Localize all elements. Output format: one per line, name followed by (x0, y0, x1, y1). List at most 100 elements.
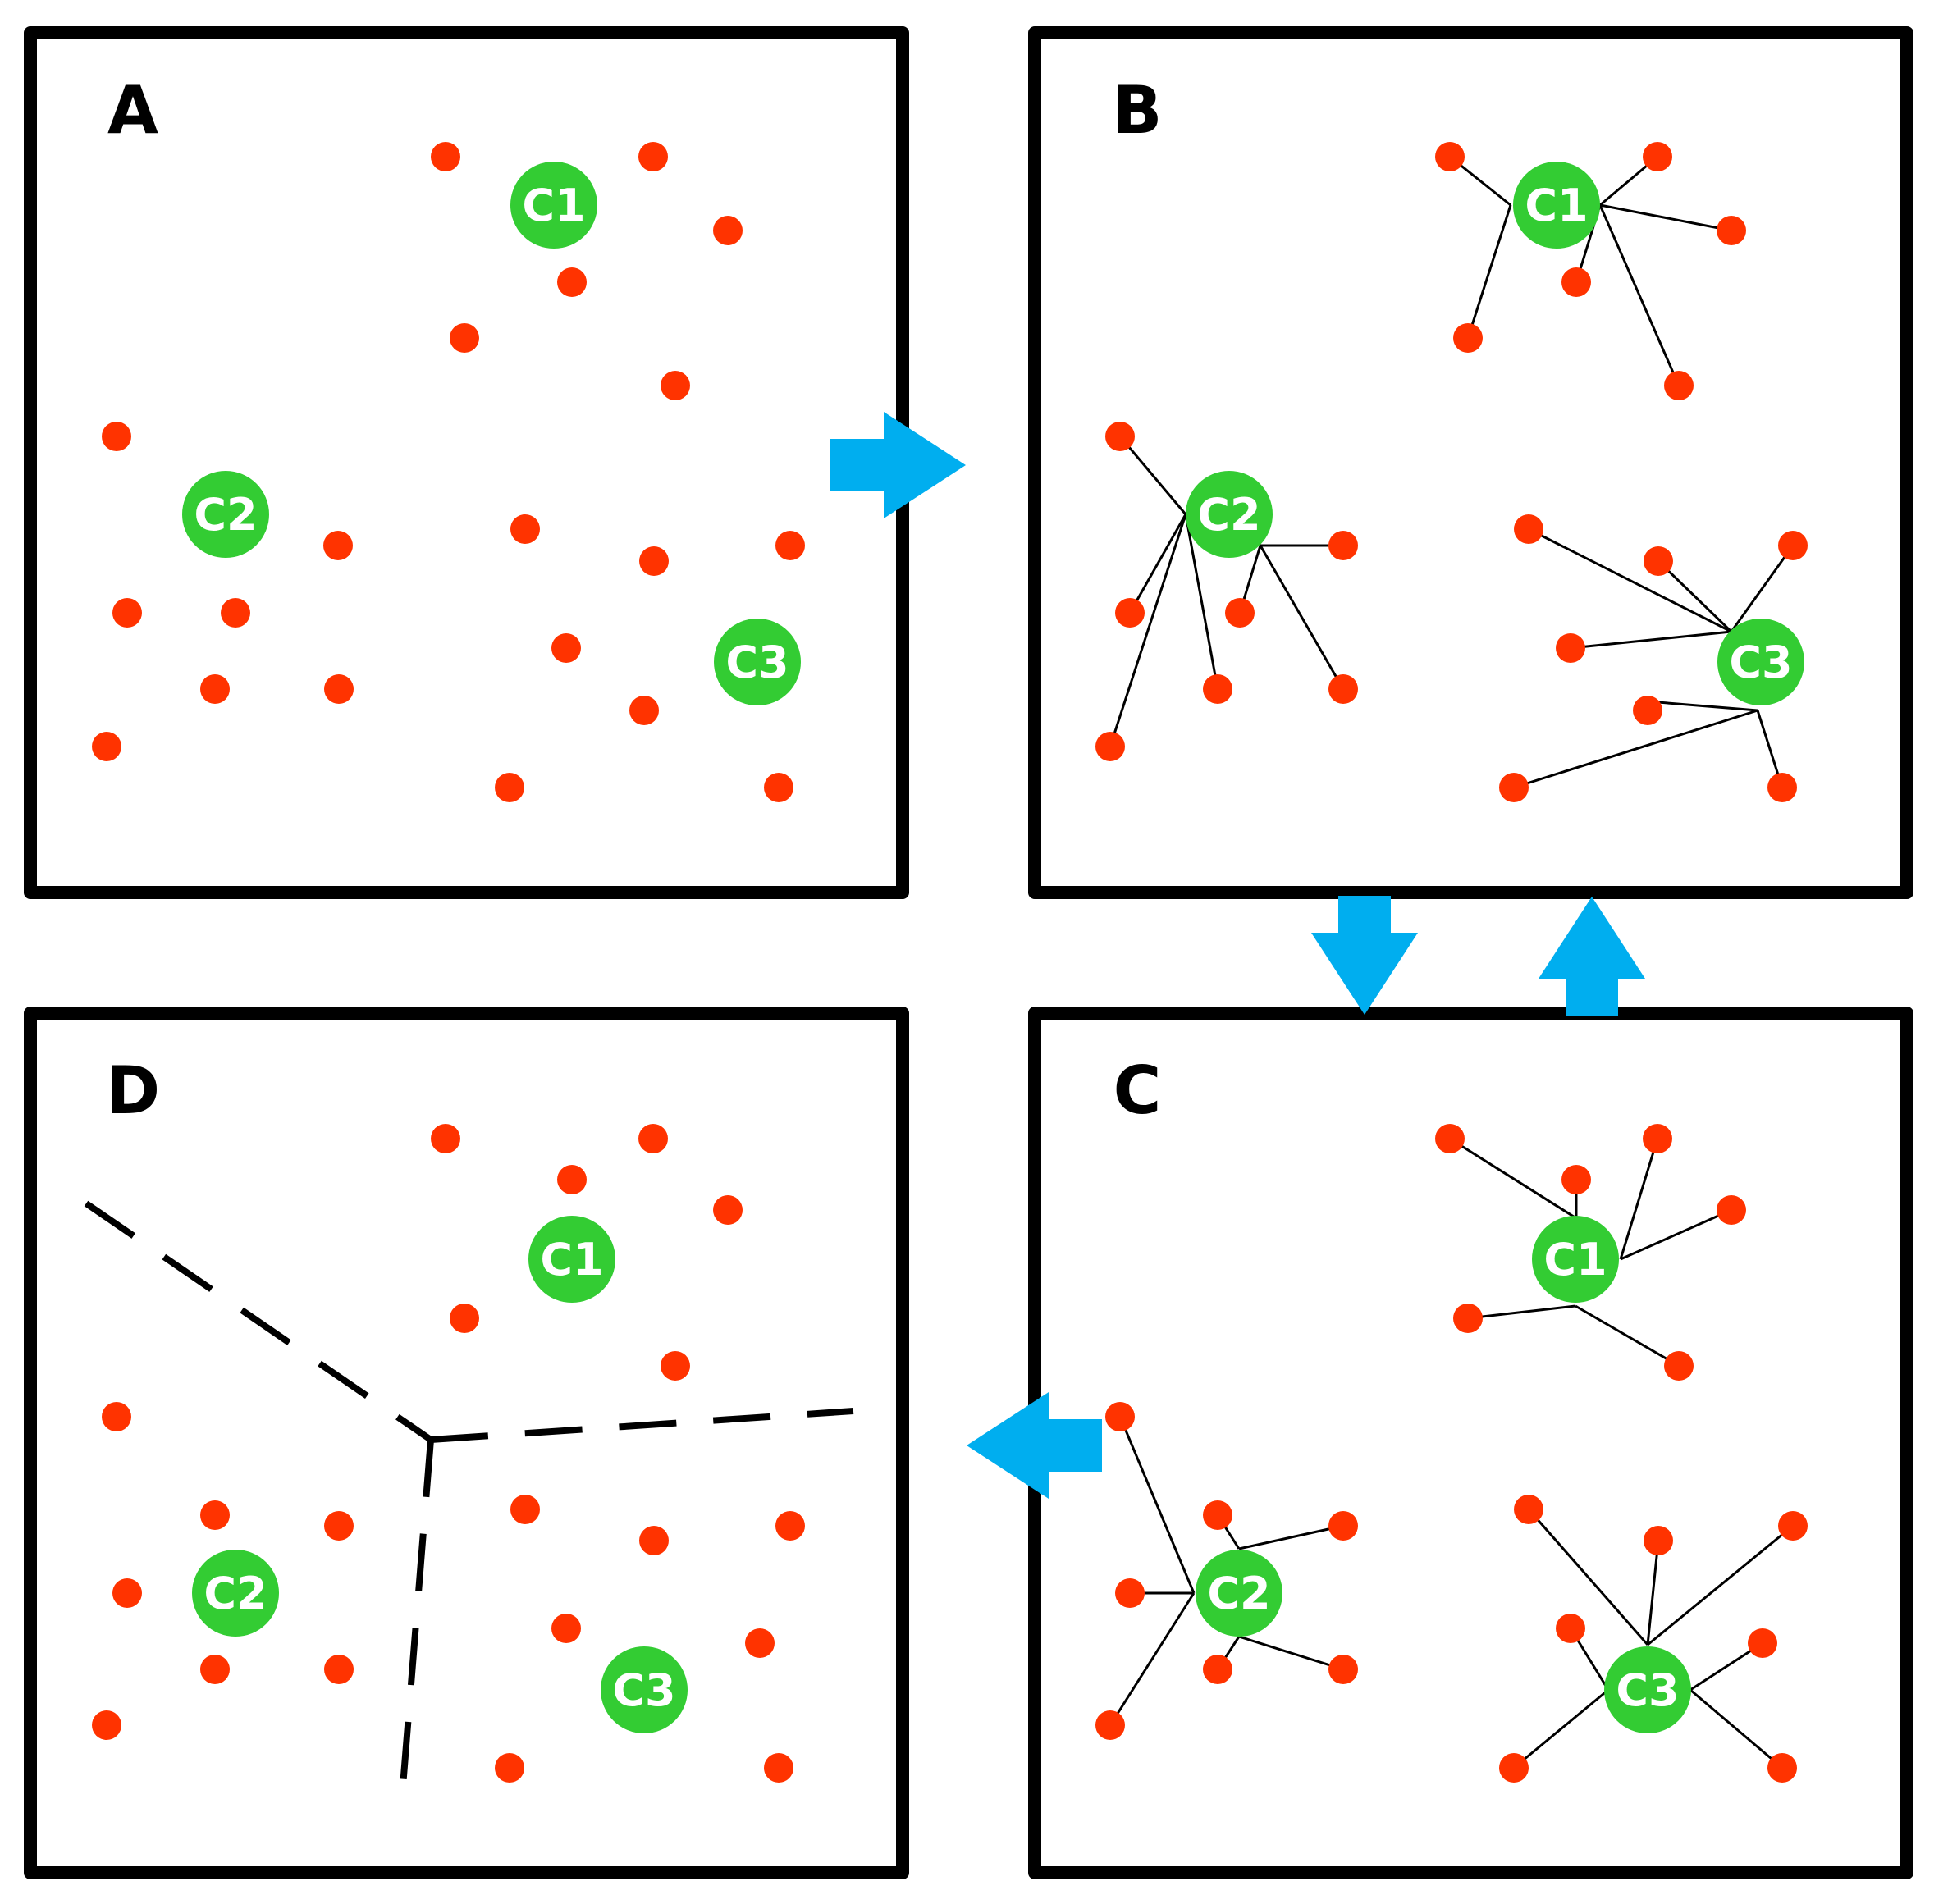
assignment-link (1646, 1540, 1660, 1646)
data-point (1643, 142, 1672, 171)
centroid-marker (182, 471, 269, 558)
data-point (1561, 267, 1591, 297)
panel-frame (24, 26, 909, 899)
assignment-link (1449, 1137, 1577, 1220)
centroid-marker (1717, 619, 1804, 705)
assignment-link (1527, 1509, 1649, 1646)
data-point (1105, 422, 1135, 451)
assignment-link (1513, 1688, 1609, 1769)
data-point (495, 773, 524, 802)
centroid-marker (1604, 1646, 1691, 1733)
data-point (324, 1655, 354, 1684)
data-point (510, 514, 540, 544)
data-point (1203, 1655, 1232, 1684)
centroid-label: C1 (1543, 1234, 1607, 1285)
centroid-marker (1186, 471, 1273, 558)
centroid-label: C2 (203, 1568, 267, 1619)
data-point (102, 1402, 131, 1431)
assignment-link (1118, 436, 1187, 515)
centroid-marker (1196, 1550, 1282, 1637)
cluster-boundary (84, 1200, 433, 1443)
data-point (1435, 142, 1465, 171)
assignment-link (1513, 709, 1758, 789)
panel-label: B (1113, 72, 1163, 148)
centroid-label: C3 (612, 1664, 675, 1716)
assignment-link (1528, 527, 1732, 633)
panel-label: D (106, 1052, 160, 1129)
centroid-label: C1 (1525, 180, 1588, 231)
data-point (1643, 1124, 1672, 1153)
data-point (551, 633, 581, 663)
data-point (1203, 674, 1232, 704)
data-point (1644, 1526, 1673, 1555)
assignment-link (1619, 1138, 1659, 1260)
centroid-label: C1 (540, 1234, 603, 1285)
data-point (200, 1500, 230, 1530)
data-point (629, 696, 659, 725)
panel-label: C (1113, 1052, 1162, 1129)
data-point (1499, 773, 1529, 802)
data-point (200, 1655, 230, 1684)
centroid-marker (1513, 162, 1600, 249)
data-point (775, 1511, 805, 1541)
data-point (1095, 732, 1125, 761)
data-point (221, 598, 250, 628)
data-point (1664, 371, 1694, 400)
data-point (1105, 1402, 1135, 1431)
assignment-link (1647, 700, 1758, 712)
data-point (450, 1304, 479, 1333)
data-point (1453, 1304, 1483, 1333)
data-point (638, 142, 668, 171)
data-point (1328, 1655, 1358, 1684)
data-point (1115, 598, 1145, 628)
assignment-link (1657, 559, 1733, 633)
centroid-label: C3 (725, 637, 789, 688)
data-point (1115, 1578, 1145, 1608)
data-point (1328, 1511, 1358, 1541)
data-point (1514, 514, 1543, 544)
assignment-link (1575, 1304, 1680, 1368)
data-point (1203, 1500, 1232, 1530)
data-point (661, 1351, 690, 1381)
assignment-link (1238, 1524, 1344, 1550)
centroid-label: C2 (194, 489, 257, 541)
data-point (1225, 598, 1255, 628)
data-point (1748, 1628, 1777, 1658)
data-point (324, 1511, 354, 1541)
assignment-link (1109, 1592, 1196, 1726)
assignment-link (1689, 1688, 1783, 1769)
data-point (1453, 323, 1483, 353)
data-point (1644, 546, 1673, 576)
panel-frame (24, 1007, 909, 1879)
centroid-marker (714, 619, 801, 705)
centroid-label: C2 (1197, 489, 1260, 541)
data-point (639, 1526, 669, 1555)
data-point (1556, 633, 1585, 663)
data-point (764, 773, 793, 802)
panel-frame (1028, 26, 1913, 899)
cluster-boundary (430, 1408, 854, 1443)
centroid-label: C3 (1729, 637, 1792, 688)
assignment-link (1599, 203, 1732, 232)
assignment-link (1238, 1635, 1344, 1671)
arrow-c-to-b-icon (1539, 897, 1645, 1016)
panel-label: A (107, 72, 158, 148)
data-point (551, 1614, 581, 1643)
assignment-link (1620, 1208, 1732, 1261)
data-point (1499, 1753, 1529, 1783)
centroid-label: C1 (522, 180, 585, 231)
cluster-boundary (399, 1439, 434, 1797)
centroid-marker (510, 162, 597, 249)
arrow-a-to-b-icon (830, 412, 966, 518)
assignment-link (1598, 204, 1680, 386)
data-point (92, 732, 121, 761)
data-point (1717, 216, 1746, 245)
assignment-link (1570, 630, 1732, 650)
data-point (1778, 1511, 1808, 1541)
assignment-link (1647, 1524, 1794, 1646)
data-point (495, 1753, 524, 1783)
